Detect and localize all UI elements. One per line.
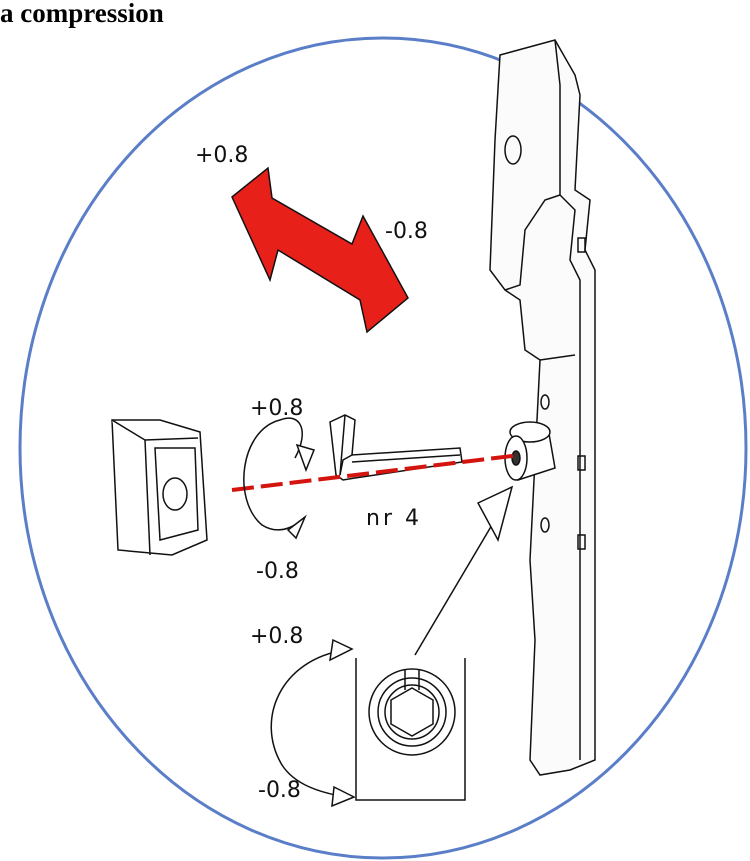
hex-socket-detail-icon (355, 658, 466, 801)
bottom-plus-label: +0.8 (250, 624, 303, 649)
frame-circle (18, 36, 748, 860)
wedge-block-part (111, 419, 208, 556)
bushing-part (504, 421, 556, 481)
bracket-part (489, 39, 596, 776)
bottom-minus-label: -0.8 (258, 778, 301, 803)
detail-pointer-arrow (414, 485, 514, 656)
rotation-plus-label: +0.8 (250, 396, 303, 421)
rotation-arrow-icon (243, 417, 316, 540)
page-heading: a compression (0, 0, 164, 28)
double-headed-arrow-icon (231, 166, 409, 334)
bottom-rotation-arrow-icon (270, 638, 356, 808)
translation-minus-label: -0.8 (385, 219, 428, 244)
assembly-axis (231, 453, 521, 492)
part-name-label: nr 4 (366, 506, 422, 531)
translation-plus-label: +0.8 (195, 143, 248, 168)
rotation-minus-label: -0.8 (256, 559, 299, 584)
